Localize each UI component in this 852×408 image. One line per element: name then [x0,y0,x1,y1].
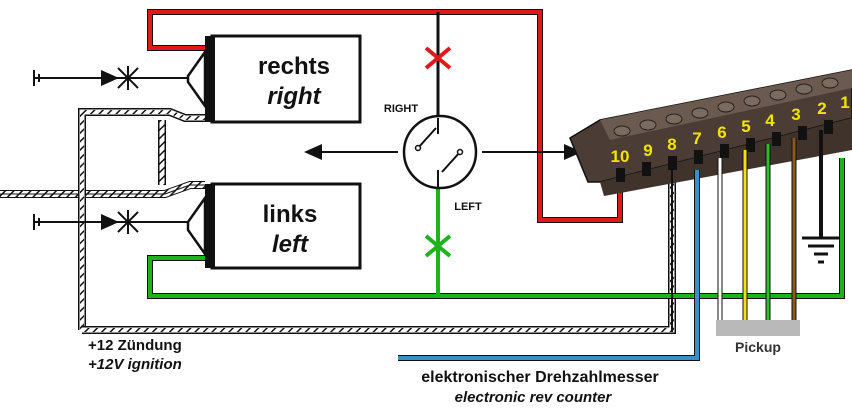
pickup-label: Pickup [735,339,781,355]
coil-left: links left [186,182,362,270]
spark-plug-lower [33,210,188,234]
spark-gap-icon [116,210,140,234]
terminal-screws [613,77,839,137]
terminal-openings [616,120,833,182]
ground-symbol-icon [802,236,840,264]
ignition-label: +12 Zündung +12V ignition [88,337,182,373]
ignition-label-de: +12 Zündung [88,337,182,354]
rev-counter-label-en: electronic rev counter [455,389,613,406]
pin-label-5: 5 [741,117,750,136]
x-mark-icon [424,234,452,258]
pin-label-8: 8 [667,135,676,154]
pin-label-4: 4 [765,111,775,130]
terminal-block: 10 9 8 7 6 5 4 3 2 1 [569,69,852,196]
switch-left-label: LEFT [454,201,482,213]
x-mark-icon [424,46,452,70]
spark-gap-icon [116,66,140,90]
coil-left-label-en: left [272,231,309,258]
coil-right-label-de: rechts [258,53,330,80]
red-wire [147,9,623,223]
ground-wire [802,130,840,264]
coil-right: rechts right [186,34,362,124]
pin-label-1: 1 [840,93,849,112]
green-wire [147,158,845,299]
pickup-wires [717,138,797,322]
pin-label-7: 7 [692,129,701,148]
pickup-connector: Pickup [716,320,800,355]
pin-label-3: 3 [791,105,800,124]
ignition-label-en: +12V ignition [88,356,182,373]
coil-left-label-de: links [263,201,318,228]
pin-label-10: 10 [611,147,630,166]
selector-switch: RIGHT LEFT [384,103,482,213]
pin-label-9: 9 [643,141,652,160]
coil-right-label-en: right [267,83,321,110]
rev-counter-label: elektronischer Drehzahlmesser electronic… [421,369,658,406]
switch-right-label: RIGHT [384,103,419,115]
rev-counter-label-de: elektronischer Drehzahlmesser [421,369,658,386]
pin-label-2: 2 [817,99,826,118]
rev-counter-wire [398,170,700,361]
spark-plug-upper [33,66,188,90]
pin-label-6: 6 [717,123,726,142]
